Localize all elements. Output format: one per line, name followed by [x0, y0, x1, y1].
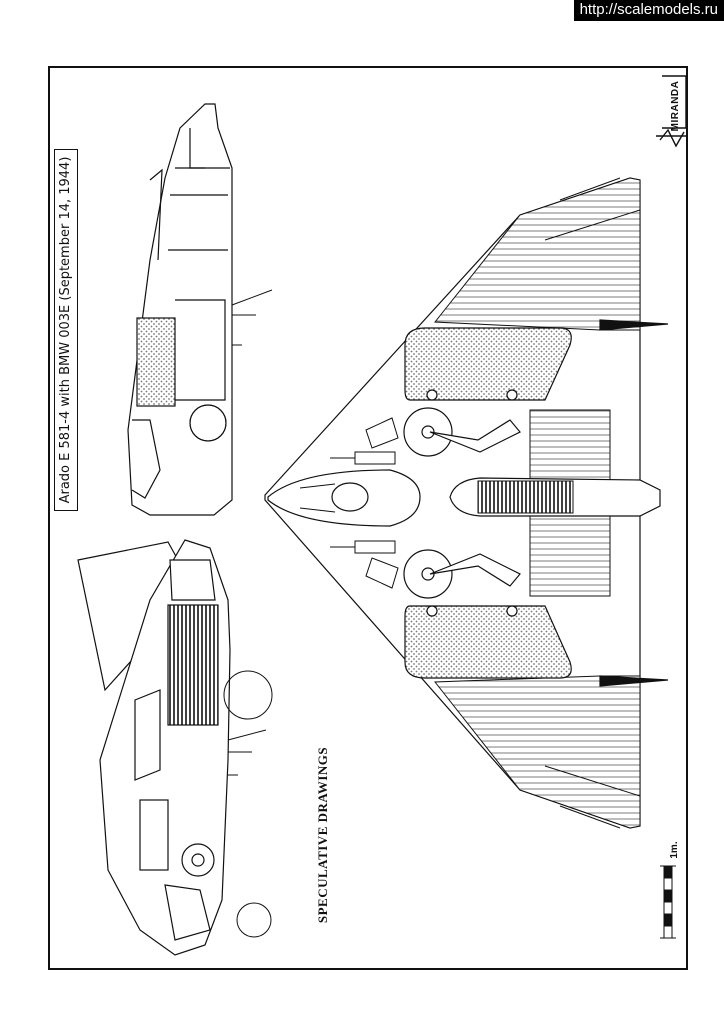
right-outer-wing-ribs	[433, 675, 641, 829]
side-view-lower	[77, 539, 273, 956]
miranda-logo	[656, 75, 687, 148]
wheel-outline-mid	[223, 670, 273, 720]
left-gun	[354, 451, 396, 465]
planform-view	[264, 177, 669, 829]
right-fuel-tank	[404, 605, 572, 679]
logo-text: MIRANDA	[670, 80, 681, 132]
wheel-outline-bottom	[236, 902, 272, 938]
right-gun	[354, 540, 396, 554]
upper-cockpit-seat	[131, 419, 161, 499]
right-wingtip-fin	[599, 675, 669, 687]
wheel-outline-top	[189, 404, 227, 442]
drawing-title: Arado E 581-4 with BMW 003E (September 1…	[54, 149, 78, 511]
scale-label: 1m.	[669, 841, 680, 859]
scale-bar	[660, 865, 676, 939]
side-view-upper	[127, 103, 273, 516]
left-fuel-tank	[404, 327, 572, 401]
left-wingtip-fin	[599, 319, 669, 331]
left-outer-wing-ribs	[434, 177, 641, 331]
lower-engine	[167, 604, 219, 726]
speculative-caption: SPECULATIVE DRAWINGS	[315, 746, 330, 924]
source-watermark: http://scalemodels.ru	[573, 0, 724, 21]
upper-fuel-tank	[136, 317, 176, 407]
bmw-003e-engine	[477, 480, 574, 514]
drawing-frame	[48, 66, 688, 970]
